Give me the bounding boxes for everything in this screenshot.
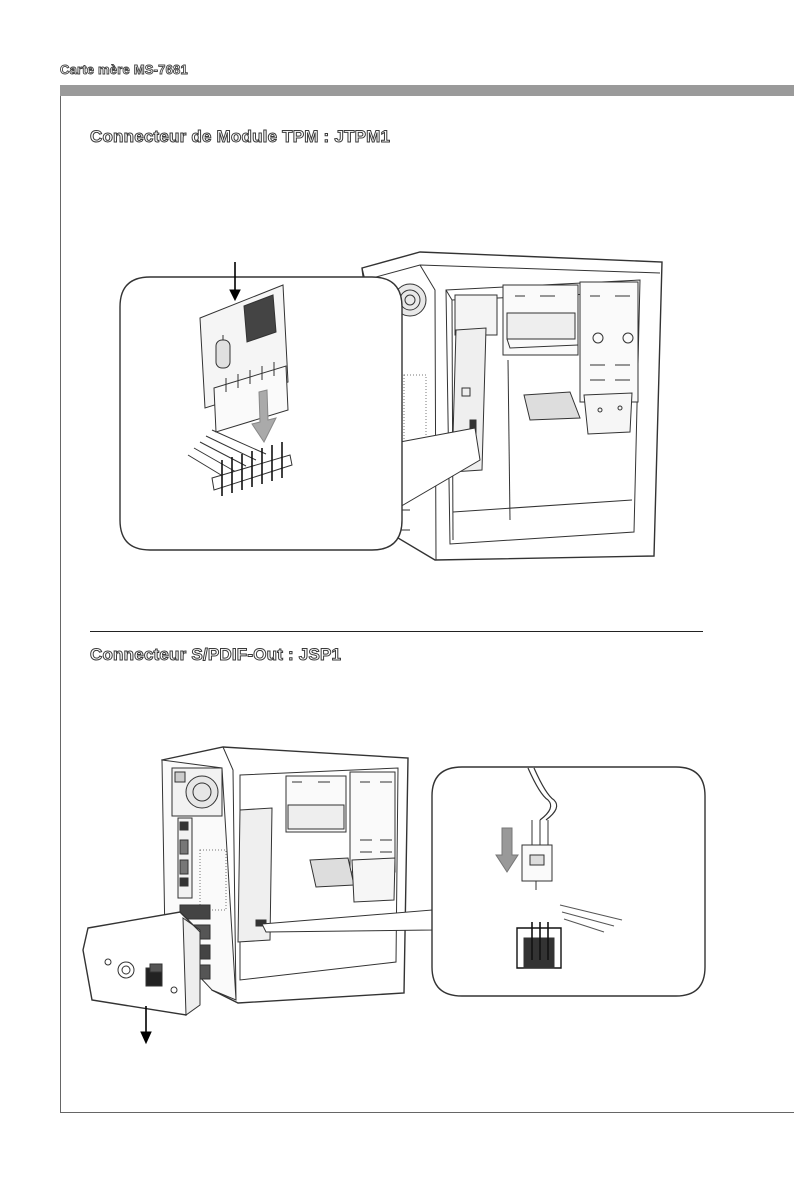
spdif-zoom-callout [432, 767, 705, 996]
spdif-bracket-callout [83, 912, 200, 1015]
arrow-down-icon [141, 1006, 151, 1043]
